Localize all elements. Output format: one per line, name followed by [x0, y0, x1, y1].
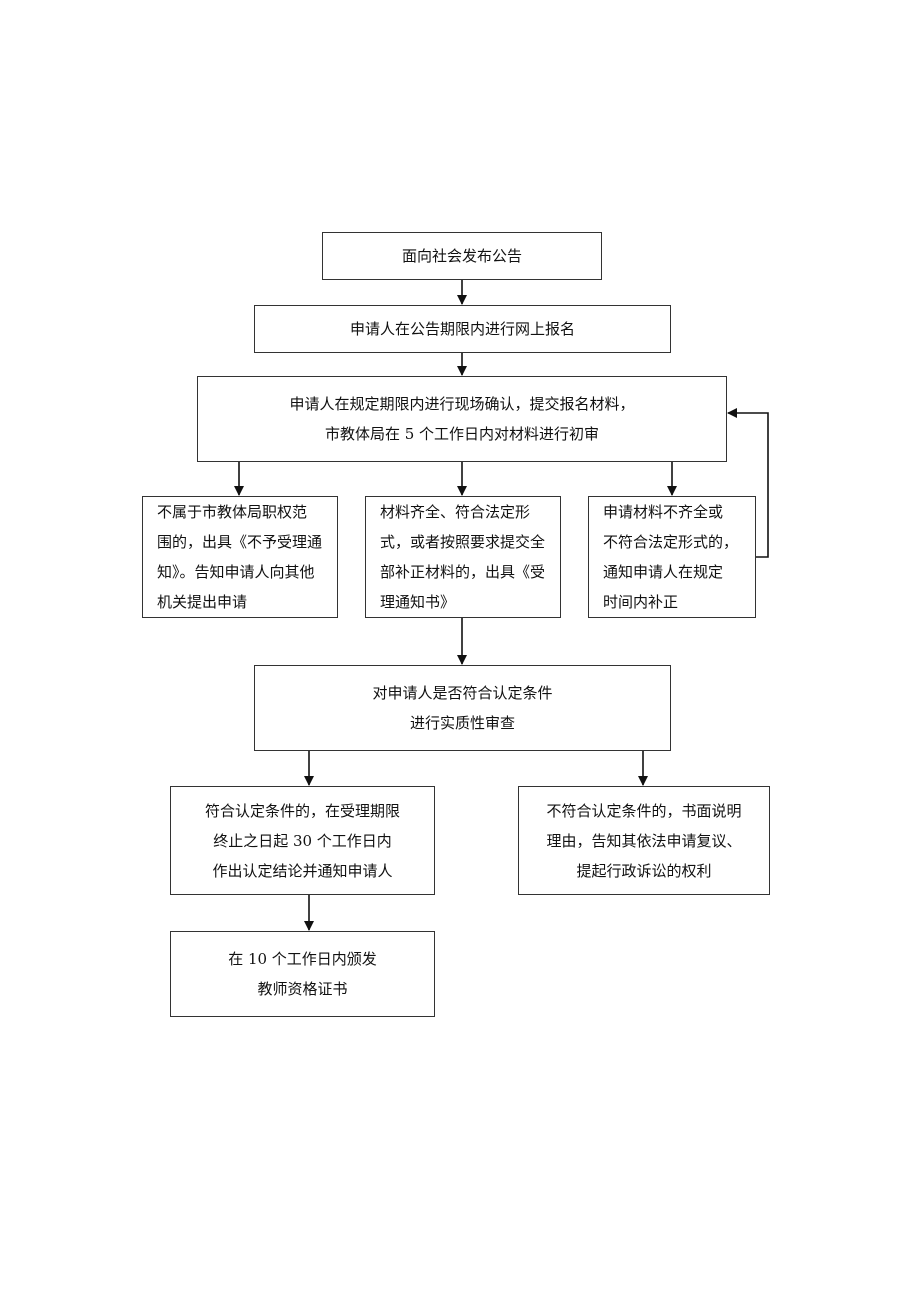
node-text: 不符合法定形式的，	[603, 533, 739, 551]
node-unqualified: 不符合认定条件的，书面说明 理由，告知其依法申请复议、 提起行政诉讼的权利	[518, 786, 770, 895]
node-text: 申请材料不齐全或	[603, 503, 724, 521]
node-text: 式，或者按照要求提交全	[380, 533, 546, 551]
node-text: 围的，出具《不予受理通	[157, 533, 323, 551]
node-text: 时间内补正	[603, 593, 679, 611]
node-text: 教师资格证书	[257, 980, 348, 998]
node-text: 作出认定结论并通知申请人	[212, 861, 393, 880]
node-qualified: 符合认定条件的，在受理期限 终止之日起 30 个工作日内 作出认定结论并通知申请…	[170, 786, 435, 895]
node-text: 市教体局在 5 个工作日内对材料进行初审	[324, 425, 600, 443]
node-register: 申请人在公告期限内进行网上报名	[254, 305, 671, 353]
node-reject: 不属于市教体局职权范 围的，出具《不予受理通 知》。告知申请人向其他 机关提出申…	[142, 496, 338, 618]
node-text: 理通知书》	[380, 593, 456, 611]
node-announce: 面向社会发布公告	[322, 232, 602, 280]
node-text: 部补正材料的，出具《受	[380, 563, 546, 581]
node-text: 通知申请人在规定	[603, 563, 724, 581]
node-supplement: 申请材料不齐全或 不符合法定形式的， 通知申请人在规定 时间内补正	[588, 496, 756, 618]
node-text: 理由，告知其依法申请复议、	[546, 831, 742, 850]
node-text: 知》。告知申请人向其他	[157, 563, 315, 581]
node-accept: 材料齐全、符合法定形 式，或者按照要求提交全 部补正材料的，出具《受 理通知书》	[365, 496, 561, 618]
node-text: 机关提出申请	[157, 593, 248, 611]
node-certificate: 在 10 个工作日内颁发 教师资格证书	[170, 931, 435, 1017]
node-text: 在 10 个工作日内颁发	[228, 950, 377, 968]
node-text: 不属于市教体局职权范	[157, 503, 308, 521]
node-text: 对申请人是否符合认定条件	[372, 684, 553, 702]
node-text: 进行实质性审查	[409, 714, 515, 732]
node-text: 终止之日起 30 个工作日内	[213, 831, 392, 850]
node-text: 材料齐全、符合法定形	[380, 503, 531, 521]
node-text: 申请人在规定期限内进行现场确认，提交报名材料，	[289, 395, 635, 413]
node-text: 面向社会发布公告	[401, 247, 522, 265]
node-text: 不符合认定条件的，书面说明	[546, 801, 742, 820]
node-text: 符合认定条件的，在受理期限	[204, 801, 400, 820]
node-review: 对申请人是否符合认定条件 进行实质性审查	[254, 665, 671, 751]
arrow-supplement-loop-back	[727, 408, 769, 558]
node-text: 申请人在公告期限内进行网上报名	[349, 320, 575, 338]
node-confirm: 申请人在规定期限内进行现场确认，提交报名材料， 市教体局在 5 个工作日内对材料…	[197, 376, 727, 462]
node-text: 提起行政诉讼的权利	[576, 861, 712, 880]
